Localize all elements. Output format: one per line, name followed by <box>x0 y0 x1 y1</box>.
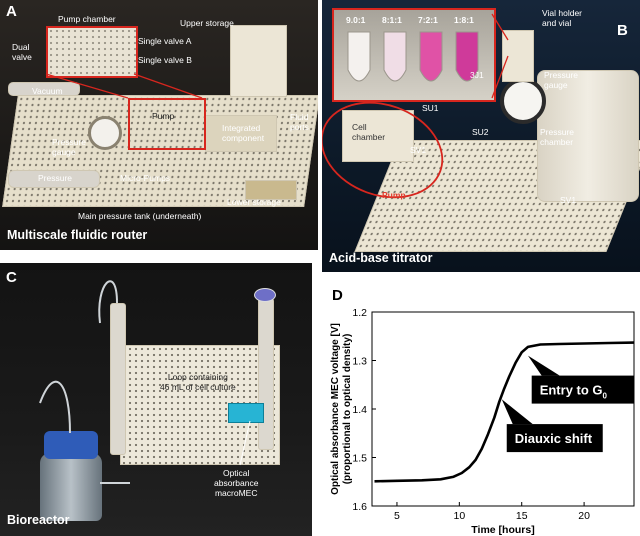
bioreactor-cap <box>44 431 98 459</box>
pressure-chamber-cylinder <box>537 70 639 202</box>
panel-d-letter: D <box>332 287 343 304</box>
vial-inset: 9.0:1 8:1:1 7:2:1 1:8:1 <box>332 8 496 102</box>
label-micro-pumps: Micro-Pumps <box>120 173 171 183</box>
callout-pointer-diauxic <box>501 399 533 425</box>
y-tick-label: 1.5 <box>352 453 367 465</box>
macromec-block <box>228 403 264 423</box>
pressure-gauge-dial <box>88 116 122 150</box>
tubing-lines <box>39 280 251 484</box>
label-vacuum: Vacuum <box>32 86 63 96</box>
x-tick-label: 5 <box>394 510 400 522</box>
panel-c-letter: C <box>6 269 17 286</box>
label-upper-storage: Upper storage <box>180 18 234 28</box>
y-axis-label: Optical absorbance MEC voltage [V] <box>330 323 341 495</box>
series-line <box>374 341 635 483</box>
integrated-component-block <box>205 115 277 152</box>
vacuum-syringe <box>8 82 80 96</box>
callout-g0-subscript: 0 <box>603 392 608 401</box>
callout-entry-g0: Entry to G0 <box>540 383 608 401</box>
x-tick-label: 15 <box>516 510 528 522</box>
pump-chamber-inset <box>46 26 138 78</box>
y-tick-label: 1.4 <box>352 404 367 416</box>
panel-c-caption: Bioreactor <box>7 513 70 527</box>
vial-2 <box>383 31 407 82</box>
ratio-label-4: 1:8:1 <box>454 15 474 25</box>
ratio-label-3: 7:2:1 <box>418 15 438 25</box>
x-tick-label: 10 <box>453 510 465 522</box>
panel-a-caption: Multiscale fluidic router <box>7 228 148 242</box>
panel-b-caption: Acid-base titrator <box>329 251 433 265</box>
vial-4 <box>455 31 479 82</box>
x-axis-label: Time [hours] <box>471 524 534 536</box>
callout-diauxic-shift: Diauxic shift <box>515 431 593 446</box>
left-syringe <box>110 303 126 455</box>
y-axis-sublabel: (proportional to optical density) <box>342 334 353 485</box>
label-pump-chamber: Pump chamber <box>58 14 116 24</box>
label-single-valve-a: Single valve A <box>138 36 192 46</box>
label-lower-storage: Lower storage <box>227 197 281 207</box>
label-sv1-right: SV1 <box>560 195 577 205</box>
label-su2: SU2 <box>472 127 489 137</box>
panel-b-letter: B <box>617 22 628 39</box>
vial-row <box>347 31 479 82</box>
label-pump: Pump <box>382 190 406 200</box>
lower-storage-box <box>245 180 297 200</box>
label-su1: SU1 <box>422 103 439 113</box>
upper-storage-tower <box>230 25 287 97</box>
vial-1 <box>347 31 371 82</box>
cell-chamber-block <box>342 110 414 162</box>
panel-a-letter: A <box>6 3 17 20</box>
x-tick-label: 20 <box>578 510 590 522</box>
pump-highlight-box <box>128 98 206 150</box>
vial-3 <box>419 31 443 82</box>
inset-connector-lines <box>45 73 203 99</box>
ratio-label-2: 8:1:1 <box>382 15 402 25</box>
callout-box-diauxic <box>506 424 603 453</box>
pressure-syringe <box>8 170 100 188</box>
plot-frame <box>371 311 635 507</box>
label-pressure: Pressure <box>38 173 73 183</box>
ratio-label-1: 9.0:1 <box>346 15 366 25</box>
label-sv1-left: SV1 <box>410 145 427 155</box>
y-tick-label: 1.3 <box>352 356 367 368</box>
bioreactor-bottle <box>40 453 102 521</box>
y-tick-label: 1.6 <box>352 501 367 513</box>
callout-box-g0 <box>531 375 634 404</box>
y-tick-label: 1.2 <box>352 307 367 319</box>
callout-pointer-g0 <box>527 355 560 376</box>
label-pump: Pump <box>152 111 175 121</box>
label-3j1: 3J1 <box>470 70 484 80</box>
panel-b-callout-lines <box>322 13 509 199</box>
label-main-tank: Main pressure tank (underneath) <box>78 211 202 221</box>
syringe-filter-cap <box>254 288 276 302</box>
label-single-valve-b: Single valve B <box>138 55 192 65</box>
